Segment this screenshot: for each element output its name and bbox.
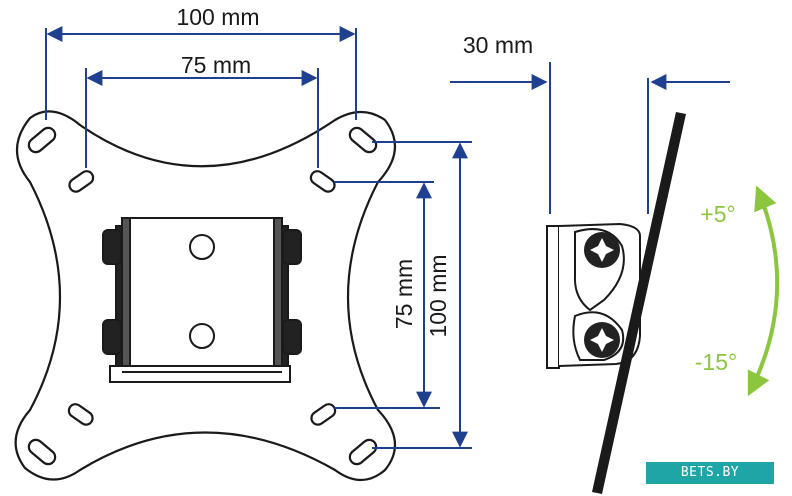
slot-outer-top-left [27, 126, 57, 154]
wall-plate-side [546, 225, 560, 369]
slot-inner-top-right [309, 170, 336, 193]
tilt-label-up: +5° [700, 201, 735, 227]
dim-label-depth: 30 mm [463, 32, 533, 58]
slot-outer-top-right [348, 126, 378, 154]
slot-inner-top-left [68, 170, 95, 193]
slot-outer-bottom-right [348, 438, 378, 466]
bracket-hole-top [189, 234, 215, 260]
bracket-hole-bottom [189, 323, 215, 349]
tilt-range-arrow [747, 185, 780, 397]
side-knob-bottom [584, 322, 620, 358]
slot-inner-bottom-right [310, 403, 337, 426]
mounting-slots [27, 126, 378, 466]
dimension-lines [45, 26, 472, 449]
dim-label-side-inner: 75 mm [391, 259, 417, 329]
tilt-label-down: -15° [695, 349, 737, 375]
dim-label-side-outer: 100 mm [425, 254, 451, 337]
dim-label-top-inner: 75 mm [181, 52, 251, 78]
slot-outer-bottom-left [27, 438, 57, 466]
side-knob-top [584, 232, 620, 268]
tilt-knobs [102, 229, 302, 355]
depth-dimension [450, 62, 730, 214]
watermark-logo: BETS.BY [646, 462, 774, 484]
mount-plate [14, 110, 397, 482]
slot-inner-bottom-left [67, 403, 94, 426]
tv-panel-side [592, 112, 686, 494]
dim-label-top-outer: 100 mm [176, 4, 259, 30]
center-bracket [102, 217, 302, 383]
side-view: 30 mm [450, 32, 730, 494]
